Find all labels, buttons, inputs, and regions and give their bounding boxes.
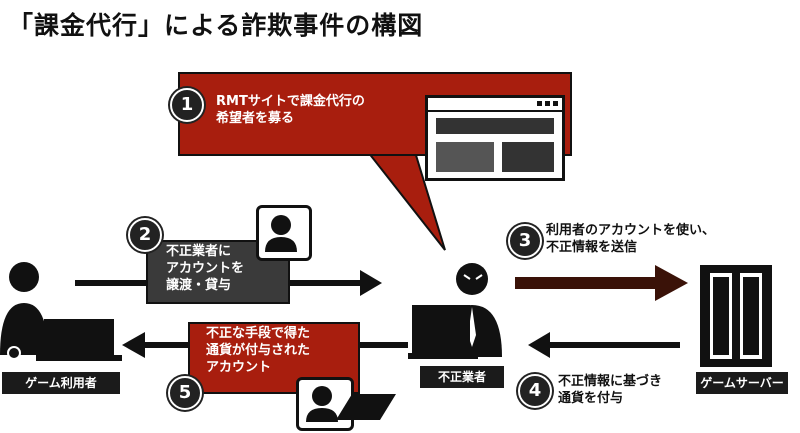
person-icon [265,215,297,252]
fraud-dealer-figure [408,263,502,359]
arrow-dealer-to-user-head [122,332,145,358]
website-banner [436,118,554,134]
step2-line2: アカウントを [166,261,245,276]
arrow-dealer-to-server-head [655,265,688,301]
website-icon [425,95,565,181]
website-titlebar [428,98,562,112]
step1-line1: RMTサイトで課金代行の [216,94,365,109]
step3-text: 利用者のアカウントを使い、 不正情報を送信 [546,222,786,256]
page-title: 「課金代行」による詐欺事件の構図 [8,11,424,40]
step1-badge: 1 [170,88,204,122]
window-minimize-icon [537,101,542,106]
window-maximize-icon [545,101,550,106]
person-laptop-icon [306,386,396,422]
step5-line3: アカウント [206,360,272,375]
step4-text: 不正情報に基づき 通貨を付与 [558,373,728,407]
game-user-figure [0,262,122,361]
server-icon [700,265,772,367]
arrow-server-to-dealer-head [528,332,550,358]
step3-line1: 利用者のアカウントを使い、 [546,223,716,238]
step2-line1: 不正業者に [166,244,232,259]
step2-text: 不正業者に アカウントを 譲渡・貸与 [166,243,286,294]
game-server-label: ゲームサーバー [696,372,788,394]
step5-badge: 5 [168,376,202,410]
game-user-label: ゲーム利用者 [2,372,120,394]
website-content-left [436,142,494,172]
step4-badge: 4 [518,374,552,408]
window-close-icon [553,101,558,106]
step2-badge: 2 [128,218,162,252]
step5-line1: 不正な手段で得た [206,326,311,341]
step1-line2: 希望者を募る [216,111,295,126]
step5-text: 不正な手段で得た 通貨が付与された アカウント [206,325,356,376]
step5-line2: 通貨が付与された [206,343,311,358]
step3-badge: 3 [508,224,542,258]
step4-line1: 不正情報に基づき [558,374,663,389]
step3-line2: 不正情報を送信 [546,240,638,255]
fraud-dealer-label: 不正業者 [420,366,504,388]
step1-text: RMTサイトで課金代行の 希望者を募る [216,93,416,127]
step2-line3: 譲渡・貸与 [166,278,232,293]
website-content-right [502,142,554,172]
step4-line2: 通貨を付与 [558,391,624,406]
arrow-user-to-dealer-head [360,270,382,296]
